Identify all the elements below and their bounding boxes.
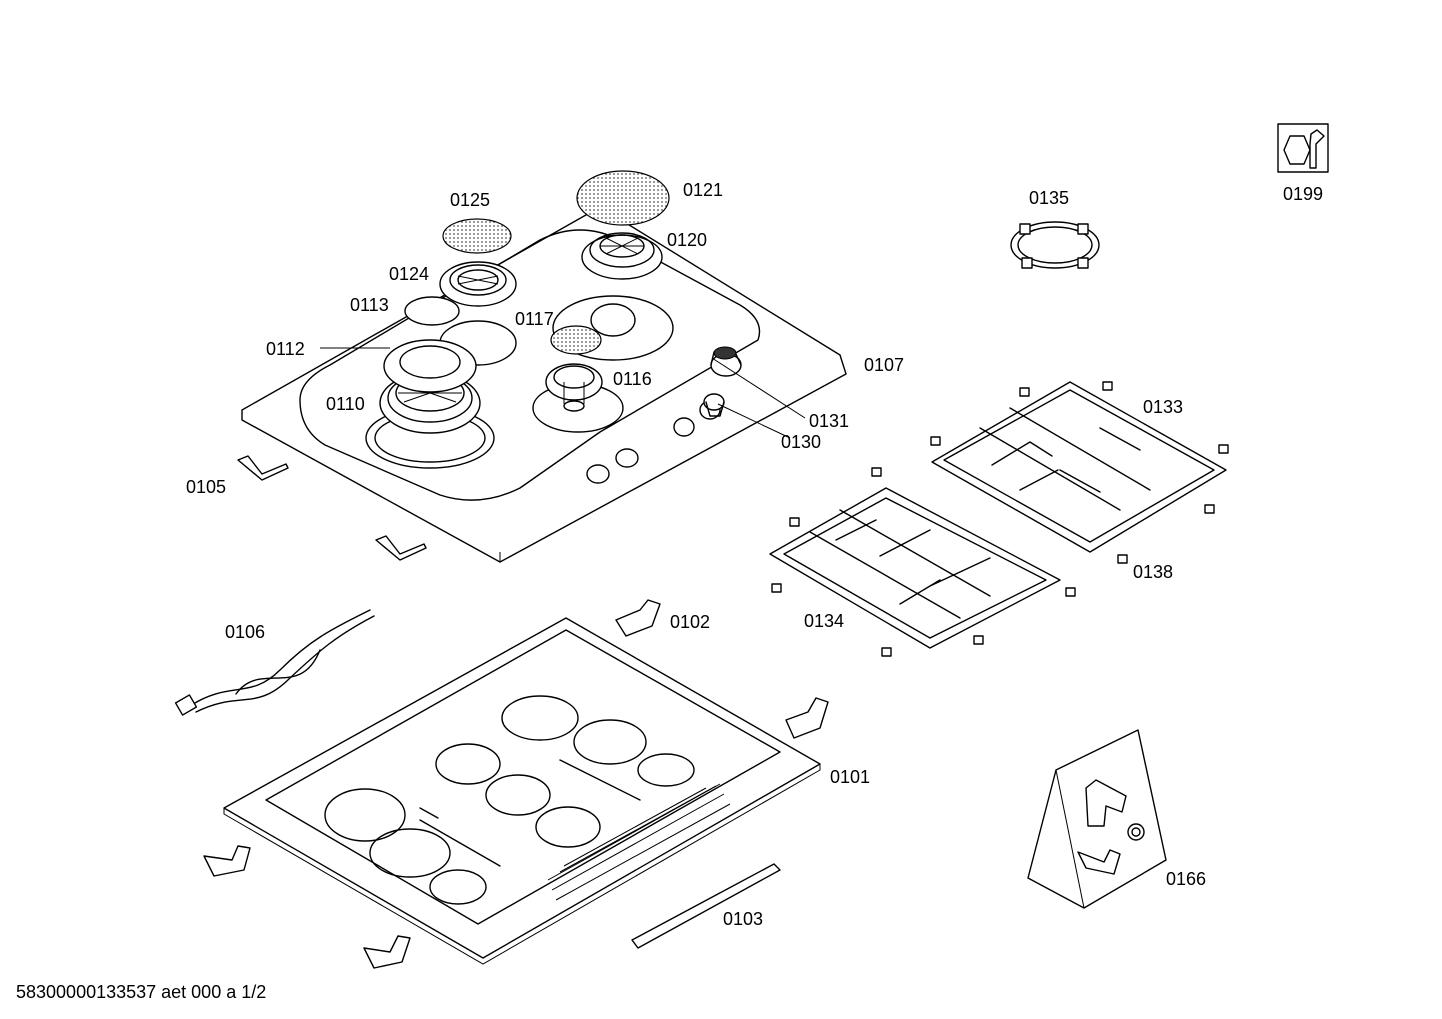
wrench-nut-icon — [1277, 123, 1329, 173]
seal-strip — [631, 863, 781, 949]
label-0131: 0131 — [809, 411, 849, 431]
label-0112: 0112 — [266, 339, 305, 359]
vent-holes — [547, 783, 731, 901]
label-0124: 0124 — [389, 264, 429, 284]
label-0116: 0116 — [613, 369, 652, 389]
label-0106: 0106 — [225, 622, 265, 642]
label-0121: 0121 — [683, 180, 723, 200]
label-0135: 0135 — [1029, 188, 1069, 208]
label-0133: 0133 — [1143, 397, 1183, 417]
label-0102: 0102 — [670, 612, 710, 632]
burner-large — [379, 296, 481, 434]
label-0101: 0101 — [830, 767, 870, 787]
tray-clamp-left — [203, 845, 251, 877]
label-0166: 0166 — [1166, 869, 1206, 889]
label-0125: 0125 — [450, 190, 490, 210]
label-0107: 0107 — [864, 355, 904, 375]
tray-clamp-right — [785, 697, 829, 739]
clamp-lower — [375, 535, 427, 561]
label-0103: 0103 — [723, 909, 763, 929]
power-cable — [174, 609, 375, 716]
label-0113: 0113 — [350, 295, 389, 315]
control-knob — [710, 346, 742, 377]
pan-support-front — [769, 487, 1061, 649]
label-0130: 0130 — [781, 432, 821, 452]
pan-support-rear — [931, 381, 1227, 553]
clamp-upper — [237, 455, 289, 481]
label-0117: 0117 — [515, 309, 554, 329]
document-footer: 58300000133537 aet 000 a 1/2 — [16, 982, 266, 1002]
label-0199: 0199 — [1283, 184, 1323, 204]
label-0120: 0120 — [667, 230, 707, 250]
burner-medium-left — [439, 218, 517, 307]
label-0134: 0134 — [804, 611, 844, 631]
knob-base — [703, 393, 725, 417]
label-0105: 0105 — [186, 477, 226, 497]
hob-top-plate — [241, 206, 847, 563]
wok-ring — [1010, 221, 1100, 269]
leader-lines — [320, 347, 806, 439]
label-0138: 0138 — [1133, 562, 1173, 582]
tray-clamp-bottom — [363, 935, 411, 969]
accessory-bag — [1027, 729, 1167, 909]
bottom-tray — [223, 617, 821, 965]
burner-small — [545, 325, 603, 412]
tray-clamp-0102 — [615, 599, 661, 637]
rubber-feet — [771, 381, 1229, 657]
burner-large-rear — [576, 170, 670, 280]
label-0110: 0110 — [326, 394, 365, 414]
